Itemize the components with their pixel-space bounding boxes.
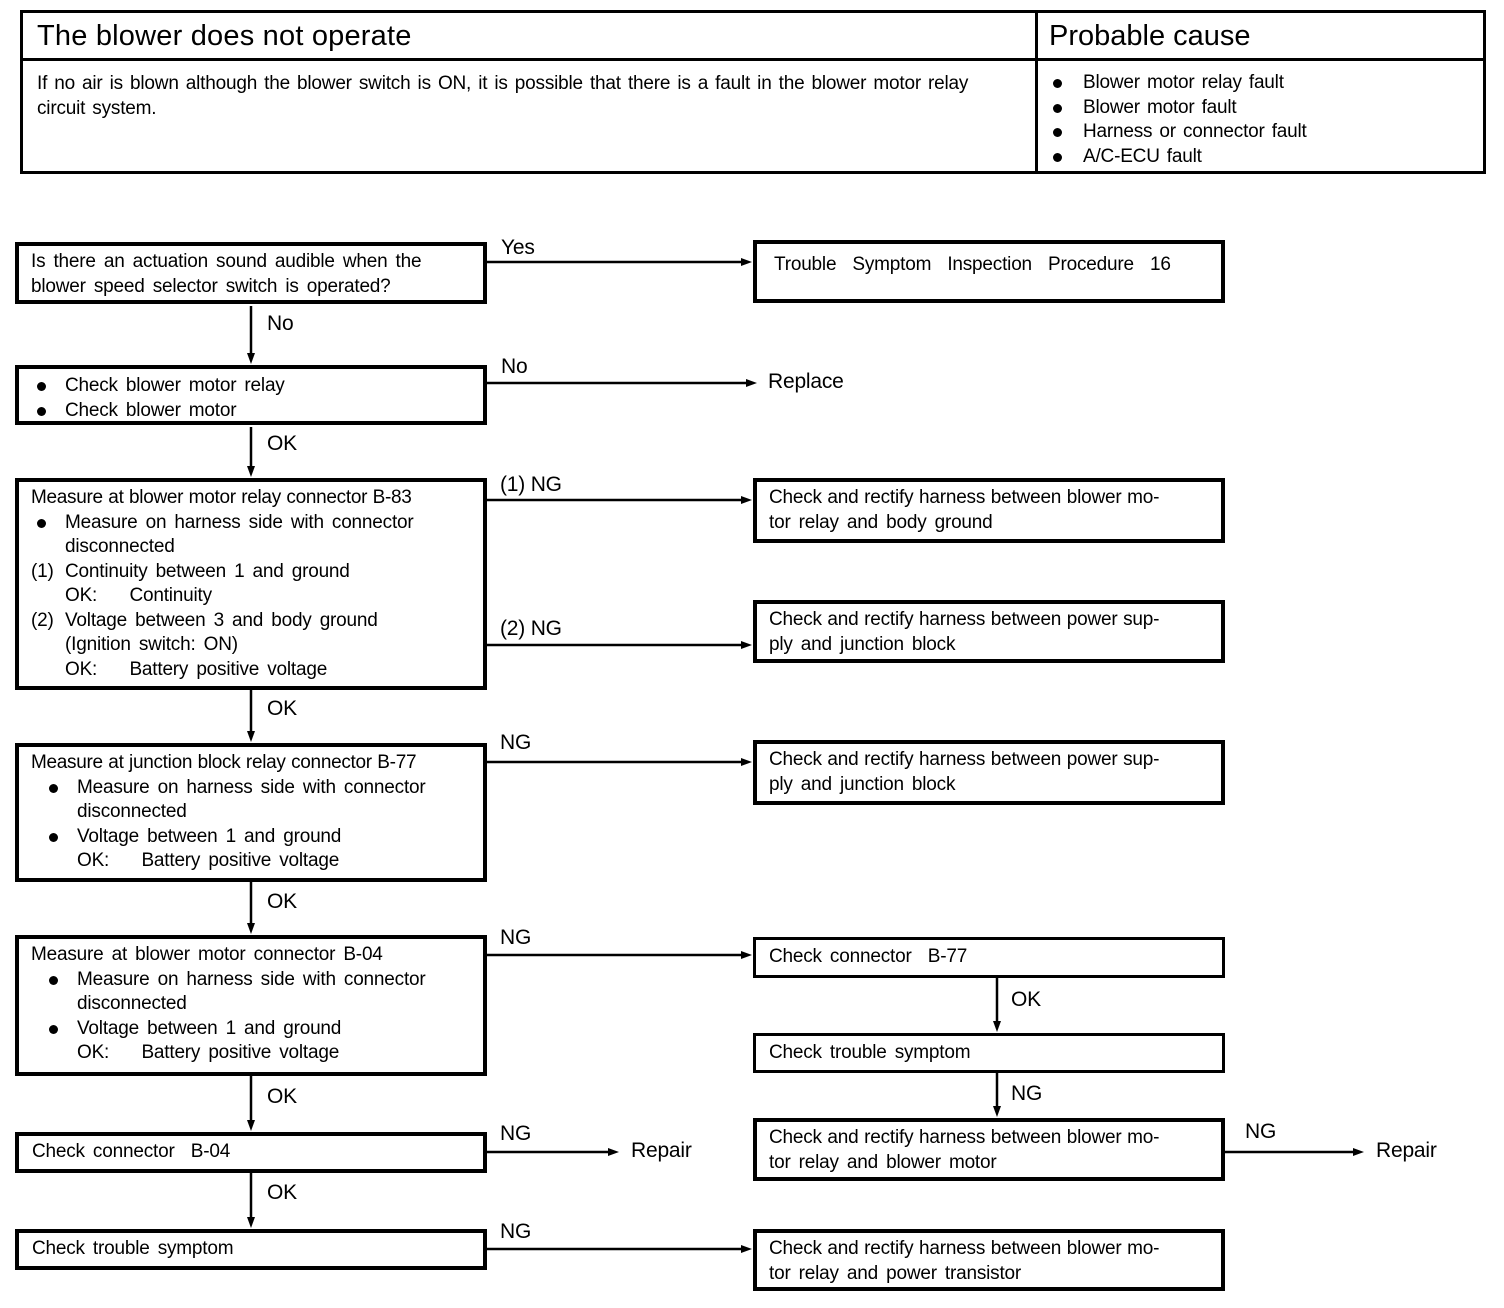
bullet-icon: [37, 406, 46, 416]
label-repair-right: Repair: [1376, 1139, 1437, 1162]
box-check-trouble-symptom-left: Check trouble symptom: [15, 1229, 487, 1270]
box-title: Measure at blower motor relay connector …: [31, 487, 412, 508]
list-item: Measure on harness side with connector d…: [31, 968, 473, 1017]
ok-condition: OK: Battery positive voltage: [65, 658, 328, 680]
box-rectify-relay-power-transistor: Check and rectify harness between blower…: [753, 1229, 1225, 1291]
label-ok-5: OK: [267, 1181, 297, 1204]
box-title: Measure at blower motor connector B-04: [31, 944, 383, 965]
box-measure-b04: Measure at blower motor connector B-04 M…: [15, 935, 487, 1076]
label-ng-r8: NG: [1245, 1120, 1277, 1143]
bullet-icon: [37, 382, 46, 391]
label-ng-2: (2) NG: [500, 617, 562, 640]
bullet-icon: [1053, 79, 1062, 88]
box-check-connector-b77: Check connector B-77: [753, 937, 1225, 978]
table-horizontal-divider: [23, 58, 1483, 61]
list-item: Check blower motor relay: [19, 374, 483, 399]
list-item: Voltage between 1 and ground: [31, 1017, 473, 1042]
label-ng-right-down: NG: [1011, 1082, 1043, 1105]
box-rectify-power-junction-2: Check and rectify harness between power …: [753, 740, 1225, 805]
ok-condition: OK: Continuity: [65, 585, 212, 606]
label-yes: Yes: [501, 236, 535, 259]
symptom-description: If no air is blown although the blower s…: [37, 73, 969, 119]
box-rectify-relay-blower-motor: Check and rectify harness between blower…: [753, 1118, 1225, 1181]
condition-note: (Ignition switch: ON): [65, 634, 238, 655]
label-ng-trouble-left: NG: [500, 1220, 532, 1243]
ok-condition: OK: Battery positive voltage: [77, 1042, 340, 1063]
symptom-title: The blower does not operate: [37, 20, 412, 52]
bullet-icon: [1053, 128, 1062, 137]
bullet-icon: [1053, 152, 1062, 162]
list-item: Measure on harness side with connector d…: [31, 776, 473, 825]
label-ok-1: OK: [267, 432, 297, 455]
label-no-right: No: [501, 355, 528, 378]
cause-item: Harness or connector fault: [1049, 120, 1479, 145]
label-ok-3: OK: [267, 890, 297, 913]
table-vertical-divider: [1035, 13, 1038, 171]
numbered-item: (2)Voltage between 3 and body ground: [31, 609, 378, 631]
box-measure-b83: Measure at blower motor relay connector …: [15, 478, 487, 690]
label-ng-b77: NG: [500, 731, 532, 754]
label-ng-1: (1) NG: [500, 473, 562, 496]
label-ok-4: OK: [267, 1085, 297, 1108]
list-item: Check blower motor: [19, 399, 483, 424]
cause-item: A/C-ECU fault: [1049, 145, 1479, 170]
label-ok-2: OK: [267, 697, 297, 720]
box-rectify-power-junction-1: Check and rectify harness between power …: [753, 600, 1225, 663]
bullet-icon: [37, 518, 46, 528]
box-rectify-relay-body-ground: Check and rectify harness between blower…: [753, 478, 1225, 543]
box-check-connector-b04: Check connector B-04: [15, 1132, 487, 1173]
box-title: Measure at junction block relay connecto…: [31, 752, 417, 773]
bullet-icon: [49, 832, 58, 842]
cause-item: Blower motor relay fault: [1049, 71, 1479, 96]
cause-item: Blower motor fault: [1049, 96, 1479, 121]
box-check-blower-relay-motor: Check blower motor relay Check blower mo…: [15, 365, 487, 425]
ok-condition: OK: Battery positive voltage: [77, 850, 340, 871]
label-ng-b04: NG: [500, 926, 532, 949]
box-check-trouble-symptom-right: Check trouble symptom: [753, 1033, 1225, 1073]
numbered-item: (1)Continuity between 1 and ground: [31, 560, 350, 582]
label-no-down: No: [267, 312, 294, 335]
probable-cause-title: Probable cause: [1049, 20, 1251, 52]
probable-cause-list: Blower motor relay fault Blower motor fa…: [1049, 71, 1479, 169]
label-ng-conn-b04: NG: [500, 1122, 532, 1145]
box-measure-b77: Measure at junction block relay connecto…: [15, 743, 487, 882]
bullet-icon: [49, 975, 58, 985]
label-ok-right: OK: [1011, 988, 1041, 1011]
list-item: Voltage between 1 and ground: [31, 825, 473, 850]
label-replace: Replace: [768, 370, 844, 393]
bullet-icon: [49, 783, 58, 793]
list-item: Measure on harness side with connector d…: [31, 511, 473, 560]
label-repair-left: Repair: [631, 1139, 692, 1162]
box-trouble-symptom-procedure: Trouble Symptom Inspection Procedure 16: [753, 240, 1225, 303]
symptom-header-table: The blower does not operate Probable cau…: [20, 10, 1486, 174]
box-actuation-question: Is there an actuation sound audible when…: [15, 242, 487, 304]
bullet-icon: [49, 1024, 58, 1034]
bullet-icon: [1053, 103, 1062, 113]
